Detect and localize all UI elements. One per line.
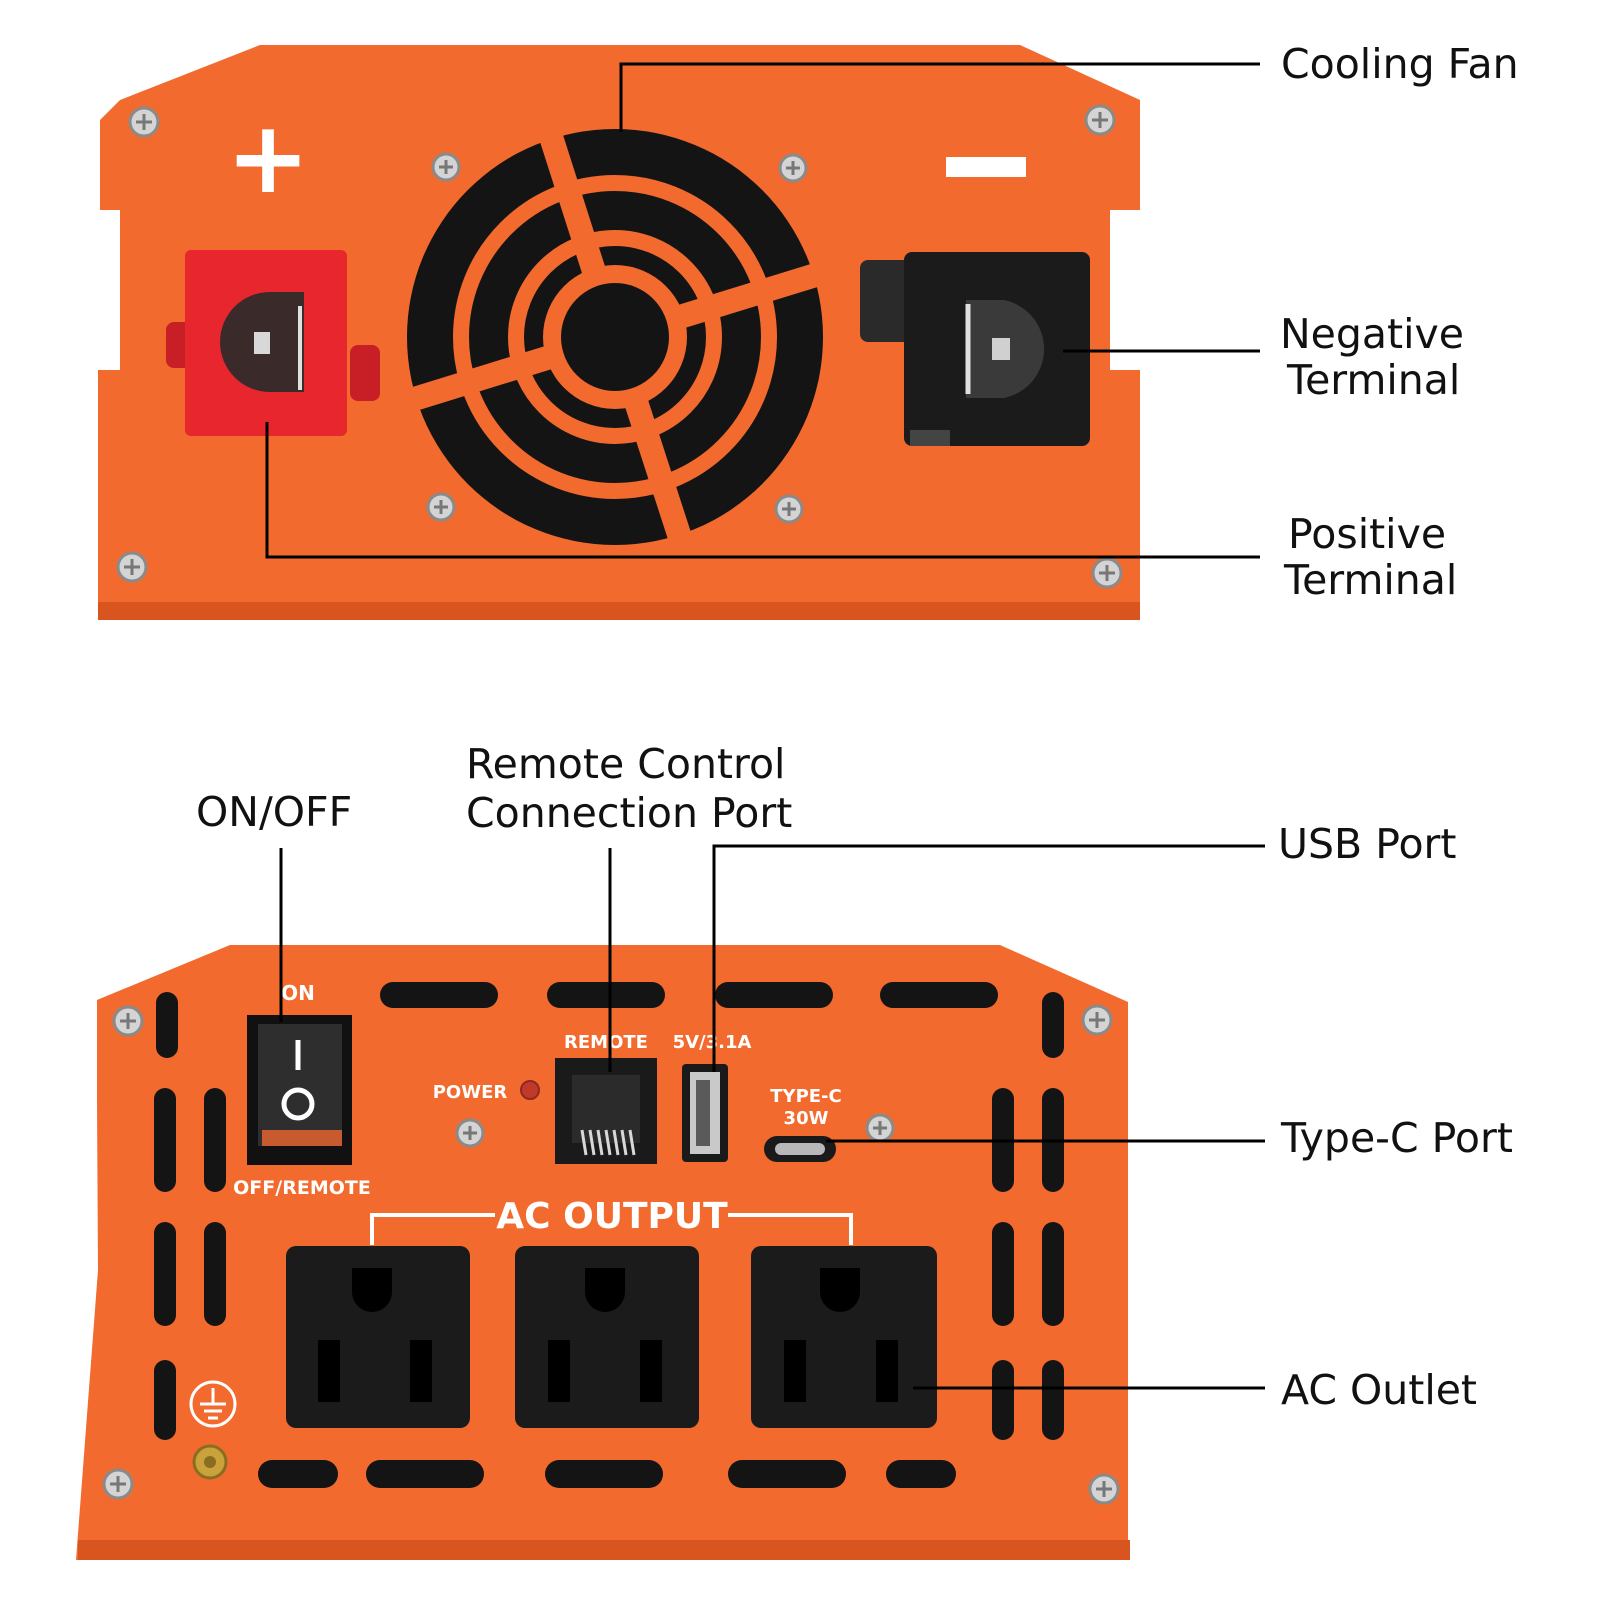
remote-port-label-line1: Remote Control: [466, 740, 785, 788]
remote-port-label: REMOTE: [564, 1032, 648, 1053]
ac-outlet[interactable]: [286, 1246, 470, 1428]
negative-terminal: [860, 252, 1090, 446]
screw-icon: [128, 106, 160, 138]
ventilation-slots: [154, 982, 1064, 1488]
usb-rating-label: 5V/3.1A: [673, 1032, 752, 1053]
plus-symbol: +: [226, 99, 310, 216]
negative-terminal-label-line1: Negative: [1280, 310, 1464, 358]
ac-outlet-label: AC Outlet: [1281, 1366, 1477, 1414]
remote-rj-port[interactable]: [555, 1058, 657, 1164]
positive-terminal-label-line2: Terminal: [1283, 556, 1457, 604]
cooling-fan: [394, 114, 836, 560]
screw-icon: [112, 1005, 144, 1037]
positive-terminal: [166, 250, 380, 436]
power-led: [520, 1080, 540, 1100]
screw-icon: [426, 492, 456, 522]
screw-icon: [102, 1468, 134, 1500]
minus-symbol: [946, 157, 1026, 177]
negative-terminal-label-line2: Terminal: [1286, 356, 1460, 404]
screw-icon: [778, 153, 808, 183]
switch-off-remote-label: OFF/REMOTE: [233, 1177, 371, 1199]
screw-icon: [116, 551, 148, 583]
cooling-fan-label: Cooling Fan: [1281, 40, 1519, 88]
screw-icon: [1081, 1004, 1113, 1036]
front-panel: +: [98, 45, 1140, 620]
ground-terminal: [192, 1444, 228, 1480]
back-housing-bottom-edge: [78, 1540, 1130, 1560]
screw-icon: [1088, 1473, 1120, 1505]
front-housing-bottom-edge: [98, 602, 1140, 620]
remote-port-label-line2: Connection Port: [466, 789, 792, 837]
power-rocker-switch[interactable]: [247, 1015, 352, 1165]
screw-icon: [865, 1113, 895, 1143]
typec-label: TYPE-C: [770, 1086, 841, 1107]
switch-on-label: ON: [281, 981, 315, 1005]
positive-terminal-label-line1: Positive: [1288, 510, 1446, 558]
leader-lines: [265, 62, 1265, 1390]
typec-port[interactable]: [764, 1136, 836, 1162]
screw-icon: [455, 1118, 485, 1148]
screw-icon: [1091, 557, 1123, 589]
cooling-fan-leader: [619, 62, 1260, 132]
power-led-label: POWER: [433, 1082, 508, 1103]
screw-icon: [431, 152, 461, 182]
ac-outlet[interactable]: [515, 1246, 699, 1428]
typec-rating-label: 30W: [784, 1108, 829, 1129]
ac-output-bracket: [370, 1213, 853, 1245]
usb-port-label: USB Port: [1278, 820, 1456, 868]
ac-output-label: AC OUTPUT: [496, 1196, 728, 1237]
typec-port-label: Type-C Port: [1280, 1114, 1513, 1162]
ground-icon: [189, 1380, 237, 1428]
on-off-label: ON/OFF: [196, 788, 352, 836]
usb-port-leader: [712, 844, 1265, 1072]
positive-terminal-leader: [265, 422, 1260, 559]
callout-labels: Cooling Fan Negative Terminal Positive T…: [196, 40, 1519, 1414]
screw-icon: [774, 494, 804, 524]
ac-outlet[interactable]: [751, 1246, 937, 1428]
usb-port[interactable]: [682, 1064, 728, 1162]
back-panel: ON OFF/REMOTE POWER REMOTE: [76, 945, 1130, 1560]
screw-icon: [1084, 104, 1116, 136]
